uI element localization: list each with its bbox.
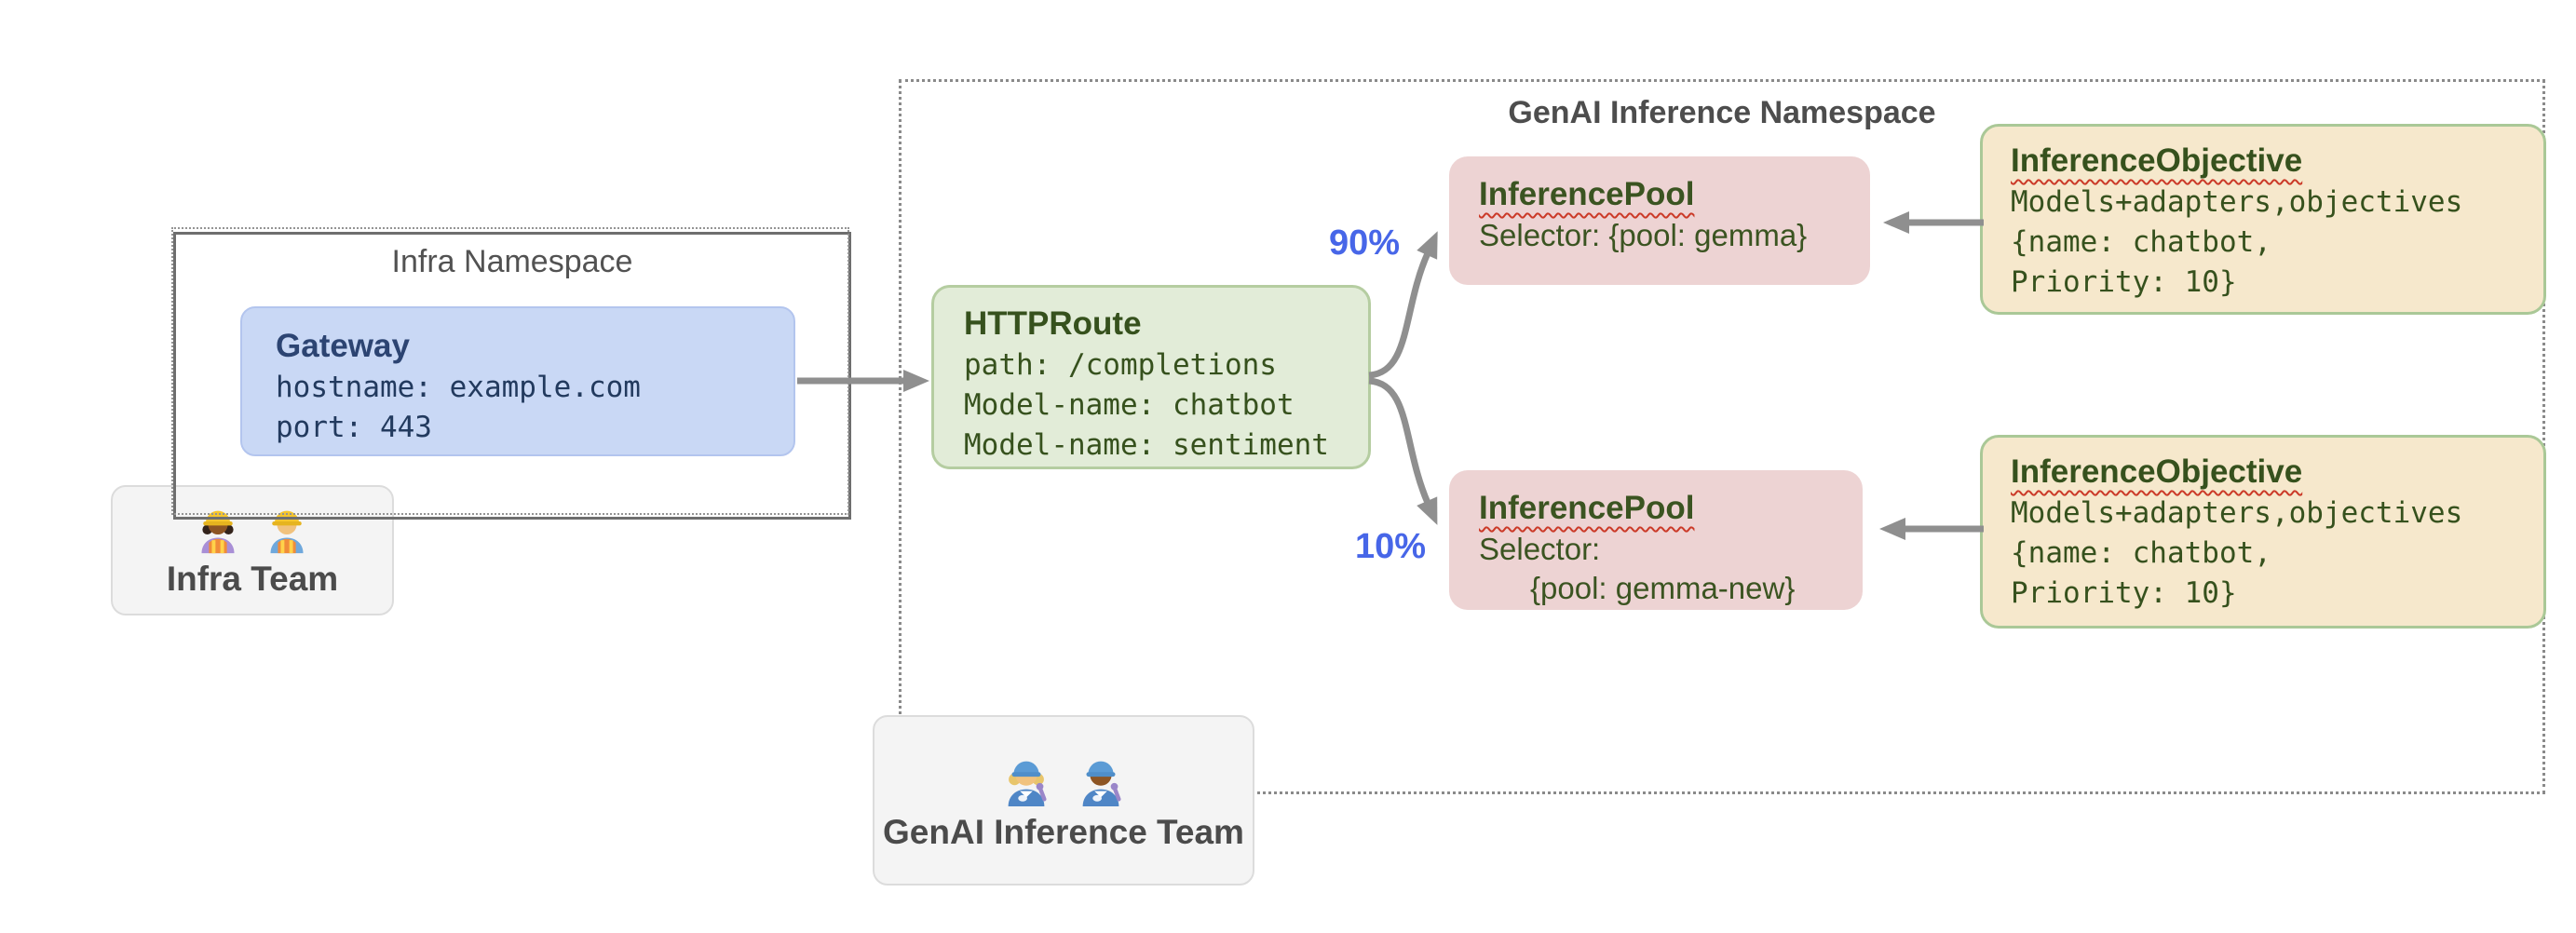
inference-objective-top-title: InferenceObjective [2011,142,2303,179]
traffic-weight-10: 10% [1354,527,1427,566]
inference-objective-bottom-priority: Priority: 10} [2011,576,2237,610]
genai-team-box: GenAI Inference Team [873,715,1254,886]
inference-objective-bottom-title: InferenceObjective [2011,453,2303,490]
inference-pool-top-box: InferencePool Selector: {pool: gemma} [1449,156,1870,285]
construction-workers-icon [192,502,313,554]
httproute-model-sentiment: Model-name: sentiment [964,428,1329,462]
gateway-hostname: hostname: example.com [276,371,641,404]
genai-team-label: GenAI Inference Team [883,812,1244,851]
inference-objective-top-models: Models+adapters,objectives [2011,185,2463,219]
mechanic-woman-icon [1008,761,1047,806]
httproute-model-chatbot: Model-name: chatbot [964,388,1295,422]
inference-objective-top-name: {name: chatbot, [2011,225,2271,259]
gateway-port: port: 443 [276,411,432,444]
infra-team-box: Infra Team [111,485,394,615]
gateway-box: Gateway hostname: example.com port: 443 [240,306,795,456]
traffic-weight-90: 90% [1328,223,1401,263]
inference-pool-bottom-selector-value: {pool: gemma-new} [1479,571,1796,605]
inference-pool-top-selector: Selector: {pool: gemma} [1479,218,1808,252]
gateway-title: Gateway [276,328,410,364]
httproute-title: HTTPRoute [964,305,1142,342]
inference-pool-top-title: InferencePool [1479,176,1695,212]
genai-namespace-boundary [899,79,2545,794]
infra-namespace-title: Infra Namespace [391,244,633,279]
inference-pool-bottom-selector: Selector: [1479,532,1601,566]
inference-pool-bottom-box: InferencePool Selector: {pool: gemma-new… [1449,470,1863,610]
mechanic-man-icon [1082,761,1121,806]
httproute-path: path: /completions [964,348,1277,382]
construction-worker-man-icon [270,510,304,554]
mechanics-icon [997,750,1130,807]
inference-pool-bottom-title: InferencePool [1479,490,1695,526]
infra-team-label: Infra Team [166,560,339,598]
inference-objective-top-priority: Priority: 10} [2011,265,2237,299]
genai-namespace-title: GenAI Inference Namespace [1508,95,1936,130]
inference-objective-bottom-models: Models+adapters,objectives [2011,496,2463,530]
httproute-box: HTTPRoute path: /completions Model-name:… [931,285,1371,469]
inference-objective-bottom-box: InferenceObjective Models+adapters,objec… [1980,435,2546,629]
inference-objective-top-box: InferenceObjective Models+adapters,objec… [1980,124,2546,315]
inference-objective-bottom-name: {name: chatbot, [2011,536,2271,570]
